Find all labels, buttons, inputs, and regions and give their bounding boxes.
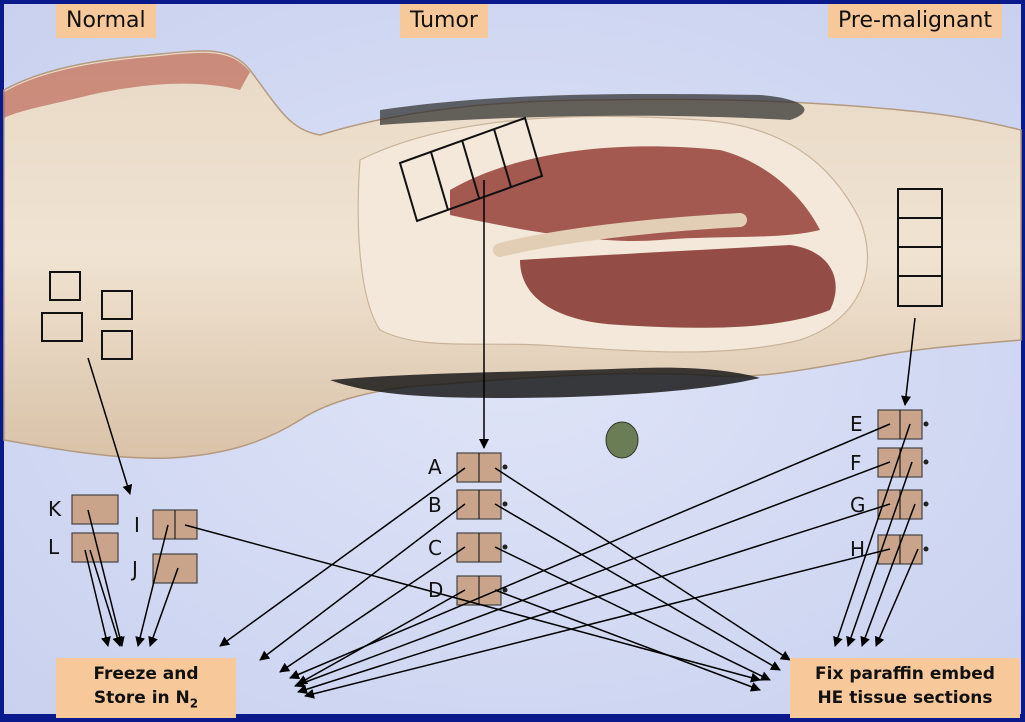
sample-letter-g: G [850,493,866,517]
sample-letter-i: I [134,513,140,537]
sample-letter-a: A [428,455,442,479]
sample-letter-d: D [428,578,443,602]
sample-letter-k: K [48,497,61,521]
freeze-subscript: 2 [190,696,198,710]
sample-letter-l: L [48,535,59,559]
fix-line-2: HE tissue sections [790,686,1020,710]
fix-line-1: Fix paraffin embed [790,662,1020,686]
premalignant-label: Pre-malignant [828,4,1002,38]
normal-label: Normal [56,4,156,38]
freeze-store-box: Freeze and Store in N2 [56,658,236,718]
sample-letter-e: E [850,412,863,436]
freeze-line-2: Store in N2 [56,686,236,715]
sample-letter-j: J [132,557,138,581]
tumor-label: Tumor [400,4,488,38]
freeze-line-2-text: Store in N [94,688,190,708]
sample-letter-b: B [428,493,442,517]
sample-letter-f: F [850,451,862,475]
sample-letter-h: H [850,537,865,561]
fix-paraffin-box: Fix paraffin embed HE tissue sections [790,658,1020,718]
sample-letter-c: C [428,536,442,560]
freeze-line-1: Freeze and [56,662,236,686]
